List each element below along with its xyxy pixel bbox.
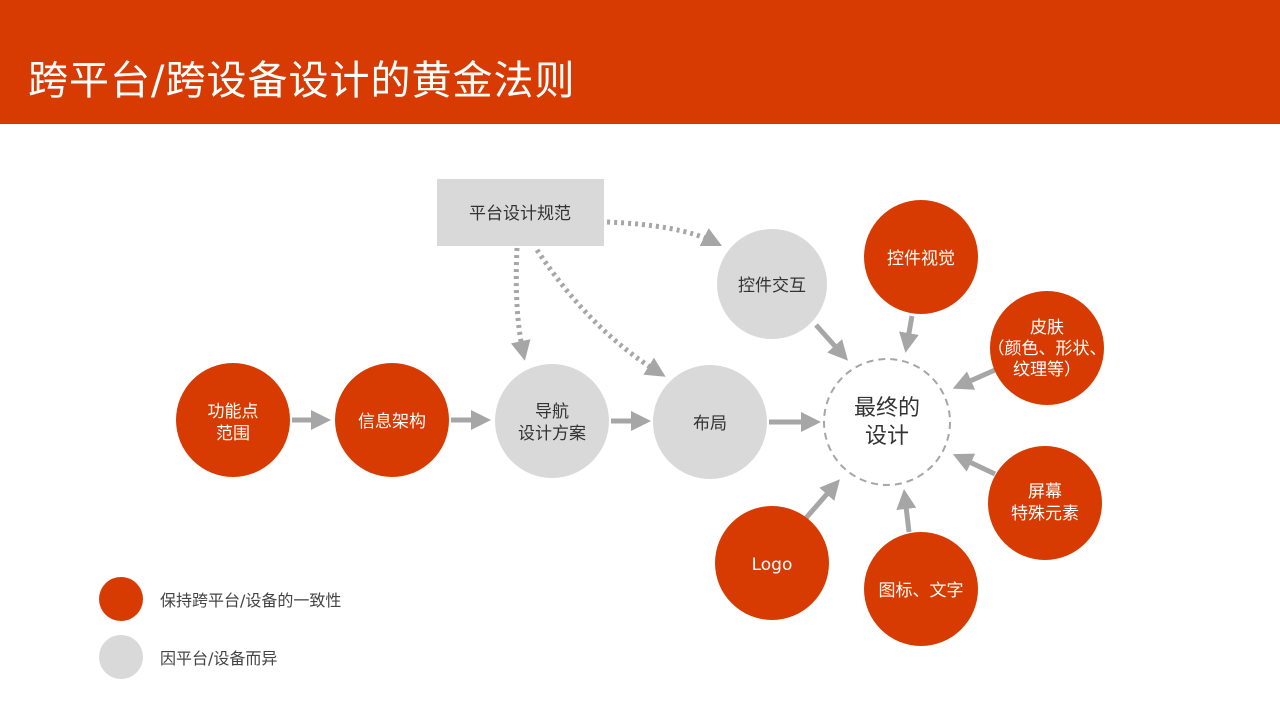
node-label: 设计方案 xyxy=(518,424,586,444)
node-skin: 皮肤（颜色、形状、纹理等） xyxy=(988,291,1107,405)
svg-text:最终的设计: 最终的设计 xyxy=(854,396,920,449)
node-label: 控件交互 xyxy=(738,276,806,296)
node-label: 控件视觉 xyxy=(887,249,955,269)
dotted-arrow-spec-to-interaction xyxy=(606,219,723,247)
node-icons-text: 图标、文字 xyxy=(864,532,978,646)
node-label: 皮肤 xyxy=(1030,318,1064,338)
node-label: 最终的 xyxy=(854,396,920,421)
node-label: 纹理等） xyxy=(1013,360,1081,380)
svg-text:功能点范围: 功能点范围 xyxy=(208,402,259,444)
legend-item-consistent: 保持跨平台/设备的一致性 xyxy=(99,577,341,621)
arrow-logo-to-final xyxy=(804,479,840,520)
platform-spec-box: 平台设计规范 xyxy=(437,179,604,246)
arrow-skin-to-final xyxy=(952,367,997,390)
node-label: 信息架构 xyxy=(358,412,426,432)
arrow-icons-to-final xyxy=(896,489,917,533)
node-label: 功能点 xyxy=(208,402,259,422)
node-control-visual: 控件视觉 xyxy=(864,200,978,314)
platform-spec-label: 平台设计规范 xyxy=(469,204,571,224)
page-title: 跨平台/跨设备设计的黄金法则 xyxy=(28,58,576,104)
node-layout: 布局 xyxy=(653,365,767,479)
arrow-screen-to-final xyxy=(952,453,997,477)
arrow-visual-to-final xyxy=(899,315,919,353)
legend-swatch-gray xyxy=(99,635,143,679)
node-screen: 屏幕特殊元素 xyxy=(988,446,1102,560)
header-bar: 跨平台/跨设备设计的黄金法则 xyxy=(0,0,1280,124)
node-label: 范围 xyxy=(216,424,250,444)
node-feature-scope: 功能点范围 xyxy=(176,363,290,477)
svg-text:屏幕特殊元素: 屏幕特殊元素 xyxy=(1011,482,1079,524)
node-logo: Logo xyxy=(715,506,829,620)
legend-swatch-orange xyxy=(99,577,143,621)
node-label: （颜色、形状、 xyxy=(988,339,1107,359)
node-label: 导航 xyxy=(535,402,569,422)
legend-item-varies: 因平台/设备而异 xyxy=(99,635,277,679)
node-final-design: 最终的设计 xyxy=(823,358,951,486)
node-label: 屏幕 xyxy=(1028,482,1062,502)
dotted-arrow-spec-to-nav xyxy=(510,247,531,361)
node-label: 设计 xyxy=(865,424,909,449)
dotted-arrow-spec-to-layout xyxy=(534,248,666,377)
legend-label: 因平台/设备而异 xyxy=(160,649,277,668)
svg-text:皮肤（颜色、形状、纹理等）: 皮肤（颜色、形状、纹理等） xyxy=(988,318,1107,380)
node-navigation: 导航设计方案 xyxy=(495,364,609,478)
node-label: 特殊元素 xyxy=(1011,504,1079,524)
node-control-interaction: 控件交互 xyxy=(717,229,827,339)
svg-text:导航设计方案: 导航设计方案 xyxy=(518,402,586,444)
arrow-interaction-to-final xyxy=(814,323,849,361)
legend: 保持跨平台/设备的一致性 因平台/设备而异 xyxy=(99,577,341,679)
node-label: 布局 xyxy=(693,414,727,434)
legend-label: 保持跨平台/设备的一致性 xyxy=(160,591,341,610)
node-info-arch: 信息架构 xyxy=(335,363,449,477)
node-label: 图标、文字 xyxy=(879,581,964,601)
node-label: Logo xyxy=(752,555,793,575)
